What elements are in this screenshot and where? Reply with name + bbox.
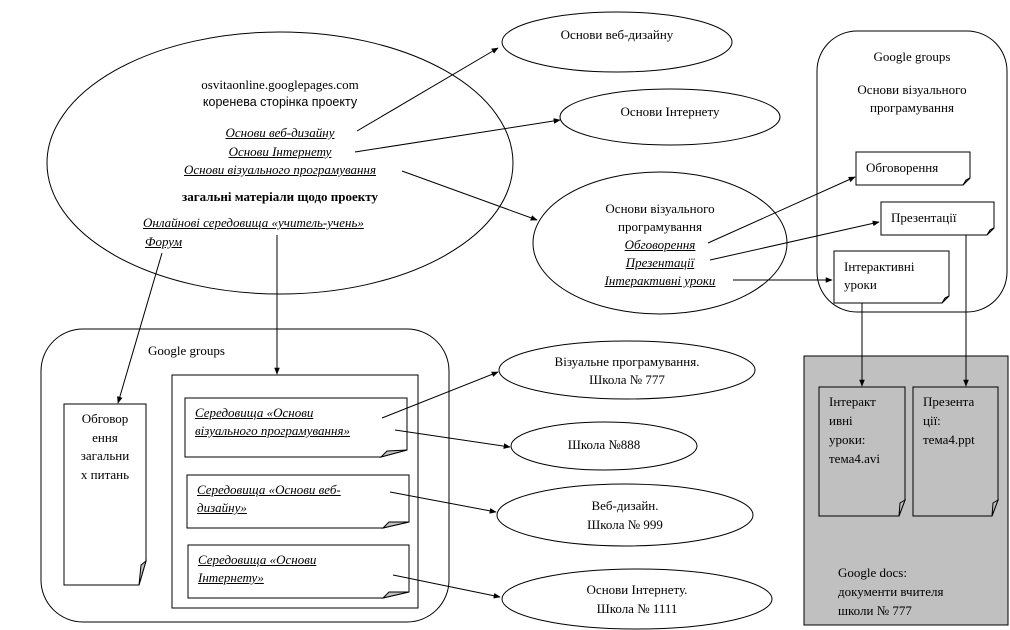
school-999-line-2: Школа № 999 bbox=[587, 517, 663, 532]
lesson-file-line-2: ивні bbox=[829, 413, 853, 428]
arrow-env-visual-to-888 bbox=[394, 429, 511, 449]
presentations-note-label: Презентації bbox=[891, 210, 957, 225]
school-777-ellipse bbox=[498, 340, 756, 400]
school-999-ellipse bbox=[496, 483, 754, 547]
presentation-file-line-2: ції: bbox=[923, 413, 941, 428]
right-group-subtitle-1: Основи візуального bbox=[857, 82, 967, 97]
lessons-note-label-1: Інтерактивні bbox=[844, 259, 915, 274]
internet-page-ellipse bbox=[559, 88, 781, 146]
visual-prog-link-discussion[interactable]: Обговорення bbox=[624, 237, 696, 252]
root-link-internet[interactable]: Основи Інтернету bbox=[228, 144, 332, 159]
school-1111-ellipse bbox=[501, 568, 773, 630]
school-888-label: Школа №888 bbox=[567, 437, 641, 452]
lesson-file-line-1: Інтеракт bbox=[829, 394, 876, 409]
root-page-ellipse bbox=[46, 31, 514, 295]
lessons-note bbox=[833, 250, 950, 304]
school-999-line-1: Веб-дизайн. bbox=[591, 498, 659, 513]
forum-note-line-2: ення bbox=[92, 430, 118, 445]
arrow-forum-to-forum-note bbox=[117, 252, 163, 404]
visual-prog-page-title-2: програмування bbox=[618, 219, 702, 234]
web-design-page-title: Основи веб-дизайну bbox=[560, 27, 674, 42]
env-visual-line-2[interactable]: візуального програмування» bbox=[195, 423, 350, 438]
left-group-title: Google groups bbox=[148, 343, 225, 358]
web-design-page-ellipse bbox=[501, 11, 733, 73]
right-group-subtitle-2: програмування bbox=[870, 100, 954, 115]
root-general-materials: загальні матеріали щодо проекту bbox=[182, 189, 378, 204]
arrow-root-to-web-design bbox=[356, 47, 499, 132]
presentation-file-name[interactable]: тема4.ppt bbox=[923, 432, 975, 447]
root-subtitle: коренева сторінка проекту bbox=[202, 95, 358, 109]
root-link-forum[interactable]: Форум bbox=[145, 234, 183, 249]
lessons-note-label-2: уроки bbox=[844, 277, 877, 292]
discussion-note bbox=[855, 151, 971, 186]
env-note-visual bbox=[184, 397, 408, 458]
arrow-presentations bbox=[709, 220, 880, 261]
forum-note-line-4: х питань bbox=[80, 467, 130, 482]
docs-caption-1: Google docs: bbox=[838, 565, 907, 580]
visual-prog-link-presentations[interactable]: Презентації bbox=[625, 255, 695, 270]
presentations-note bbox=[880, 201, 995, 236]
arrow-root-to-internet bbox=[354, 118, 561, 153]
root-link-online-envs[interactable]: Онлайнові середовища «учитель-учень» bbox=[143, 215, 364, 230]
internet-page-title: Основи Інтернету bbox=[620, 104, 720, 119]
school-1111-line-2: Школа № 1111 bbox=[596, 601, 678, 616]
presentation-file-note bbox=[912, 386, 999, 517]
lesson-file-note bbox=[818, 386, 906, 517]
presentation-file-line-1: Презента bbox=[923, 394, 975, 409]
env-note-web bbox=[186, 474, 410, 529]
arrow-env-visual-to-777 bbox=[381, 371, 499, 419]
env-visual-line-1[interactable]: Середовища «Основи bbox=[195, 405, 314, 420]
visual-prog-link-lessons[interactable]: Інтерактивні уроки bbox=[604, 273, 716, 288]
forum-note-line-1: Обговор bbox=[81, 411, 129, 426]
lesson-file-name[interactable]: тема4.avi bbox=[829, 451, 880, 466]
root-domain: osvitaonline.googlepages.com bbox=[201, 77, 359, 92]
forum-note-line-3: загальни bbox=[80, 448, 130, 463]
school-777-line-1: Візуальне програмування. bbox=[554, 354, 700, 369]
env-note-internet bbox=[187, 544, 410, 599]
left-google-group-box bbox=[40, 328, 450, 623]
forum-note bbox=[63, 403, 147, 586]
right-group-title: Google groups bbox=[873, 49, 951, 64]
visual-prog-page-title-1: Основи візуального bbox=[605, 201, 715, 216]
docs-caption-3: школи № 777 bbox=[838, 603, 912, 618]
env-web-line-2[interactable]: дизайну» bbox=[197, 500, 247, 515]
school-888-ellipse bbox=[510, 421, 698, 471]
school-1111-line-1: Основи Інтернету. bbox=[586, 582, 688, 597]
root-link-visual-prog[interactable]: Основи візуального програмування bbox=[184, 162, 376, 177]
docs-caption-2: документи вчителя bbox=[838, 584, 944, 599]
arrow-root-to-visual-prog bbox=[401, 170, 538, 221]
env-web-line-1[interactable]: Середовища «Основи веб- bbox=[197, 482, 341, 497]
discussion-note-label: Обговорення bbox=[866, 160, 939, 175]
lesson-file-line-3: уроки: bbox=[829, 432, 866, 447]
school-777-line-2: Школа № 777 bbox=[589, 372, 665, 387]
envs-container-box bbox=[171, 374, 419, 609]
env-internet-line-1[interactable]: Середовища «Основи bbox=[198, 552, 317, 567]
root-link-web-design[interactable]: Основи веб-дизайну bbox=[225, 125, 335, 140]
arrow-discussion bbox=[707, 176, 856, 244]
env-internet-line-2[interactable]: Інтернету» bbox=[198, 570, 264, 585]
arrow-env-internet-to-1111 bbox=[392, 574, 501, 599]
arrow-env-web-to-999 bbox=[389, 491, 497, 514]
